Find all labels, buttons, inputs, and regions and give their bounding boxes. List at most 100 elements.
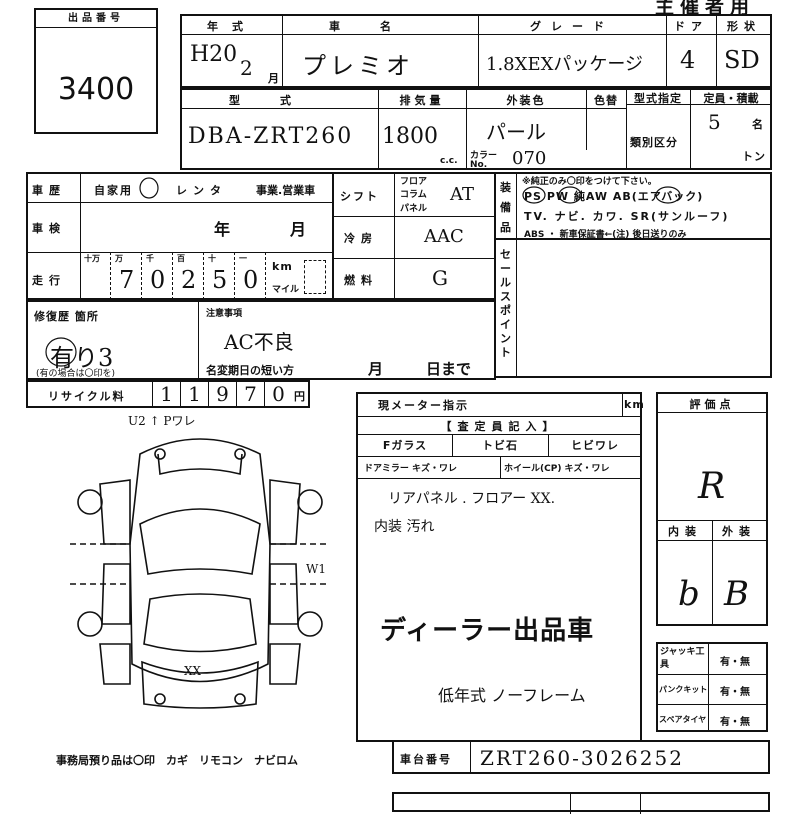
displacement-value: 1800 — [382, 124, 438, 149]
puncture-kit-label: パンクキット — [659, 685, 708, 694]
meter-label: 現メーター指示 — [378, 399, 469, 412]
mileage-digit-label: 千 — [146, 254, 154, 263]
dealer-stamp: ディーラー出品車 — [380, 616, 595, 646]
spare-tire-value: 有・無 — [720, 717, 750, 728]
exterior-score: B — [724, 574, 749, 614]
mileage-digit-label: 十万 — [84, 254, 100, 263]
spec-block: シフト フロア コラム パネル AT 冷房 AAC 燃料 G — [332, 172, 496, 300]
repair-value: 有り3 — [50, 344, 114, 372]
name-change-month: 月 — [368, 360, 384, 378]
diagram-mark-rear: XX — [184, 664, 202, 678]
inspection-label: 車検 — [32, 222, 66, 235]
exterior-label: 外装 — [722, 525, 756, 538]
rating-block: 評価点 R 内装 外装 b B — [656, 392, 768, 626]
recycle-digit: 1 — [152, 382, 180, 406]
mileage-digit: 7 — [119, 266, 135, 294]
f-glass-label: Fガラス — [382, 439, 428, 452]
doors-label: ドア — [674, 20, 708, 33]
history-option-rental: レンタ — [176, 184, 227, 197]
tools-block: ジャッキ工具 パンクキット スペアタイヤ 有・無 有・無 有・無 — [656, 642, 768, 732]
mileage-digit-label: 十 — [208, 254, 216, 263]
shift-option-panel: パネル — [400, 204, 428, 214]
shift-value: AT — [450, 184, 475, 205]
caution-value: AC不良 — [224, 330, 294, 354]
rating-score: R — [698, 466, 726, 507]
mileage-digit-label: 百 — [177, 254, 185, 263]
history-option-business: 事業.営業車 — [256, 184, 316, 197]
month-unit: 月 — [268, 72, 280, 85]
mileage-digit-cell: 十万 — [80, 252, 111, 300]
equipment-row2: TV. ナビ. カワ. SR(サンルーフ) — [524, 210, 730, 223]
door-mirror-label: ドアミラー キズ・ワレ — [364, 464, 457, 474]
diagram-mark-side: W1 — [306, 562, 326, 576]
inspector-note-bottom: 低年式 ノーフレーム — [438, 686, 586, 705]
mileage-digit: 2 — [181, 266, 197, 294]
displacement-label: 排気量 — [399, 94, 445, 107]
inspector-note-1: リアパネル . フロアー XX. — [388, 491, 556, 507]
repair-block: 修復歴 箇所 有り3 (有の場合は〇印を) 注意事項 AC不良 名変期日の短い方… — [26, 300, 496, 380]
vehicle-table-row1: 年式 車名 グレード ドア 形状 H20 2 月 プレミオ 1.8XEXパッケー… — [180, 14, 772, 88]
color-code-value: 070 — [512, 148, 547, 169]
meter-unit: km — [624, 398, 645, 411]
chassis-label: 車台番号 — [400, 753, 452, 766]
mileage-digit: 0 — [150, 266, 166, 294]
shift-option-column: コラム — [400, 190, 427, 200]
month-value: 2 — [240, 56, 253, 80]
spare-tire-label: スペアタイヤ — [659, 715, 707, 724]
repair-note: (有の場合は〇印を) — [36, 369, 116, 379]
grade-value: 1.8XEXパッケージ — [486, 54, 644, 75]
model-value: DBA-ZRT260 — [188, 124, 354, 149]
chassis-value: ZRT260-3026252 — [480, 746, 684, 770]
lot-number: 3400 — [57, 72, 135, 107]
crack-label: ヒビワレ — [571, 439, 619, 452]
sales-point-label: セールスポイント — [500, 248, 512, 359]
repair-label: 修復歴 箇所 — [34, 310, 99, 323]
interior-score: b — [678, 574, 700, 614]
mileage-digit: 0 — [243, 266, 259, 294]
ton-unit: トン — [742, 150, 766, 163]
capacity-unit: 名 — [752, 118, 764, 131]
mileage-mile: マイル — [272, 285, 300, 295]
inspector-title: 【査定員記入】 — [440, 420, 560, 433]
name-change-day: 日まで — [426, 360, 472, 378]
vehicle-table-row2: 型式 排気量 外装色 色替 型式指定 定員・積載 類別区分 DBA-ZRT260… — [180, 88, 772, 170]
color-value: パール — [486, 120, 546, 144]
inspector-block: 現メーター指示 km 【査定員記入】 Fガラス トビ石 ヒビワレ ドアミラー キ… — [356, 392, 645, 742]
fuel-label: 燃料 — [344, 274, 378, 287]
chassis-block: 車台番号 ZRT260-3026252 — [392, 740, 770, 774]
capacity-value: 5 — [708, 110, 721, 134]
caution-label: 注意事項 — [206, 309, 243, 319]
recycle-digit: 0 — [264, 382, 292, 406]
bottom-row — [392, 792, 770, 814]
ac-label: 冷房 — [344, 232, 378, 245]
jack-label: ジャッキ工具 — [660, 647, 705, 670]
recycle-digit: 9 — [208, 382, 236, 406]
shift-option-floor: フロア — [400, 177, 428, 187]
designation-label: 型式指定 — [634, 92, 682, 105]
equipment-row3: ABS ・ 新車保証書←(注) 後日送りのみ — [524, 230, 687, 240]
shift-label: シフト — [340, 190, 379, 203]
recycle-unit: 円 — [294, 390, 306, 403]
inspector-note-2: 内装 汚れ — [374, 519, 435, 535]
cc-unit: c.c. — [440, 156, 458, 166]
color-change-label: 色替 — [594, 94, 618, 107]
form-title: 主催者用 — [655, 0, 756, 18]
recycle-label: リサイクル料 — [48, 390, 126, 403]
body-value: SD — [724, 46, 760, 74]
color-label: 外装色 — [506, 94, 546, 107]
jack-value: 有・無 — [720, 657, 750, 668]
doors-value: 4 — [680, 46, 696, 74]
interior-label: 内装 — [668, 525, 702, 538]
equipment-label: 装備品 — [500, 181, 512, 234]
lot-label: 出品番号 — [36, 10, 156, 28]
mileage-unit-box — [304, 260, 326, 294]
diagram-mark-top: U2 ↑ Pワレ — [128, 414, 196, 428]
mileage-digit: 5 — [212, 266, 228, 294]
equipment-circle-marks — [522, 186, 681, 204]
